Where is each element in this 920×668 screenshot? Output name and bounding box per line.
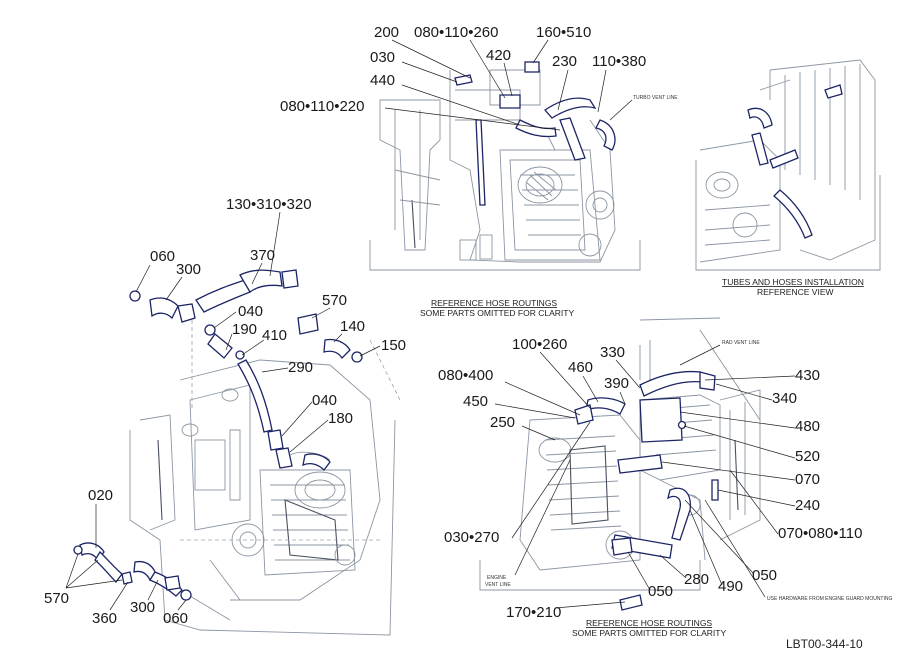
left-engine-view: 130•310•320 370 060 300 040 570 190 140 … [44, 196, 406, 636]
bottom-right-caption-subtitle: SOME PARTS OMITTED FOR CLARITY [572, 628, 726, 638]
callout-460: 460 [568, 359, 593, 376]
callout-170-210: 170•210 [506, 604, 561, 621]
bottom-right-engine-view: RAD VENT LINE ENGINE VENT LINE USE HARDW… [438, 317, 892, 638]
callout-080-110-220: 080•110•220 [280, 98, 364, 115]
callout-480: 480 [795, 418, 820, 435]
callout-030-270: 030•270 [444, 529, 499, 546]
callout-300-bottom: 300 [130, 599, 155, 616]
top-right-reference-view: TUBES AND HOSES INSTALLATION REFERENCE V… [695, 59, 881, 297]
callout-080-110-260: 080•110•260 [414, 24, 498, 41]
callout-570-top: 570 [322, 292, 347, 309]
top-center-engine-view: TURBO VENT LINE 200 080•110•260 160•510 … [280, 24, 678, 318]
top-right-caption-subtitle: REFERENCE VIEW [757, 287, 834, 297]
callout-060-bottom: 060 [163, 610, 188, 627]
callout-360: 360 [92, 610, 117, 627]
bottom-right-caption-title: REFERENCE HOSE ROUTINGS [586, 618, 712, 628]
callout-080-400: 080•400 [438, 367, 493, 384]
engine-vent-line-note-1: ENGINE [487, 575, 507, 581]
callout-060-top: 060 [150, 248, 175, 265]
callout-280: 280 [684, 571, 709, 588]
callout-300-top: 300 [176, 261, 201, 278]
callout-520: 520 [795, 448, 820, 465]
callout-200: 200 [374, 24, 399, 41]
callout-150: 150 [381, 337, 406, 354]
callout-410: 410 [262, 327, 287, 344]
callout-250: 250 [490, 414, 515, 431]
callout-390: 390 [604, 375, 629, 392]
callout-130-310-320: 130•310•320 [226, 196, 312, 213]
top-right-caption-title: TUBES AND HOSES INSTALLATION [722, 277, 864, 287]
hardware-note: USE HARDWARE FROM ENGINE GUARD MOUNTING [767, 596, 892, 602]
engine-vent-line-note-2: VENT LINE [485, 582, 511, 588]
callout-100-260: 100•260 [512, 336, 567, 353]
callout-240: 240 [795, 497, 820, 514]
callout-230: 230 [552, 53, 577, 70]
callout-140: 140 [340, 318, 365, 335]
callout-020: 020 [88, 487, 113, 504]
callout-290: 290 [288, 359, 313, 376]
callout-370: 370 [250, 247, 275, 264]
callout-570-bottom: 570 [44, 590, 69, 607]
callout-030: 030 [370, 49, 395, 66]
callout-330: 330 [600, 344, 625, 361]
callout-430: 430 [795, 367, 820, 384]
rad-vent-line-note: RAD VENT LINE [722, 340, 760, 346]
callout-110-380: 110•380 [592, 53, 646, 70]
callout-050-right: 050 [752, 567, 777, 584]
callout-040-mid: 040 [312, 392, 337, 409]
callout-180: 180 [328, 410, 353, 427]
callout-420: 420 [486, 47, 511, 64]
callout-160-510: 160•510 [536, 24, 591, 41]
callout-490: 490 [718, 578, 743, 595]
callout-340: 340 [772, 390, 797, 407]
callout-050-left: 050 [648, 583, 673, 600]
callout-190: 190 [232, 321, 257, 338]
turbo-vent-line-note: TURBO VENT LINE [633, 95, 678, 101]
callout-040-top: 040 [238, 303, 263, 320]
callout-450: 450 [463, 393, 488, 410]
drawing-reference-number: LBT00-344-10 [786, 637, 863, 651]
top-center-caption-subtitle: SOME PARTS OMITTED FOR CLARITY [420, 308, 574, 318]
callout-070-right: 070 [795, 471, 820, 488]
top-center-caption-title: REFERENCE HOSE ROUTINGS [431, 298, 557, 308]
callout-070-080-110: 070•080•110 [778, 525, 862, 542]
callout-440: 440 [370, 72, 395, 89]
